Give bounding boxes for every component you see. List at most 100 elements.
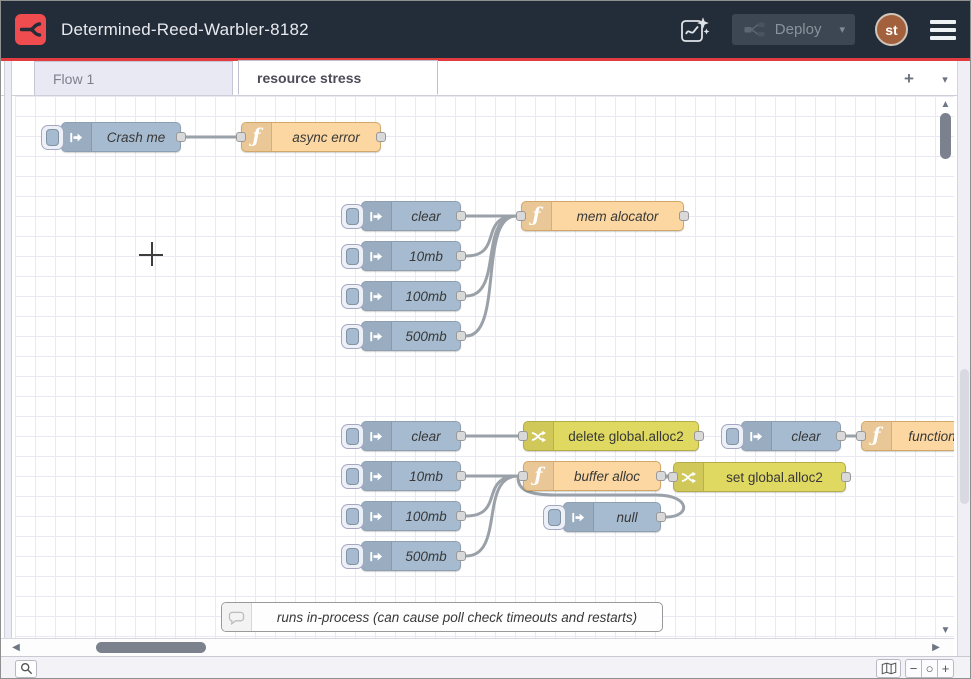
inject-trigger-button[interactable] bbox=[341, 244, 364, 269]
inject-trigger-button[interactable] bbox=[341, 504, 364, 529]
map-icon bbox=[881, 662, 897, 675]
output-port[interactable] bbox=[456, 511, 466, 521]
inject-trigger-button[interactable] bbox=[341, 324, 364, 349]
canvas-vertical-scrollbar[interactable]: ▲ ▼ bbox=[937, 96, 954, 638]
tab-resource-stress[interactable]: resource stress bbox=[238, 60, 438, 95]
node-set-global[interactable]: set global.alloc2 bbox=[673, 462, 846, 492]
output-port[interactable] bbox=[656, 512, 666, 522]
scroll-down-icon[interactable]: ▼ bbox=[937, 624, 954, 638]
deploy-button[interactable]: Deploy ▾ bbox=[732, 14, 855, 45]
output-port[interactable] bbox=[456, 211, 466, 221]
node-10mb-1[interactable]: 10mb bbox=[361, 241, 461, 271]
output-port[interactable] bbox=[456, 331, 466, 341]
node-label: clear bbox=[392, 202, 460, 230]
tab-flow-1[interactable]: Flow 1 bbox=[34, 61, 233, 95]
node-label: Crash me bbox=[92, 123, 180, 151]
output-port[interactable] bbox=[836, 431, 846, 441]
output-port[interactable] bbox=[376, 132, 386, 142]
output-port[interactable] bbox=[694, 431, 704, 441]
main-menu-icon[interactable] bbox=[928, 16, 958, 44]
node-async-error[interactable]: ƒasync error bbox=[241, 122, 381, 152]
output-port[interactable] bbox=[456, 431, 466, 441]
node-label: 10mb bbox=[392, 462, 460, 490]
user-avatar[interactable]: st bbox=[875, 13, 908, 46]
input-port[interactable] bbox=[856, 431, 866, 441]
flow-assistant-icon[interactable] bbox=[678, 13, 712, 47]
add-flow-button[interactable]: + bbox=[896, 67, 922, 91]
output-port[interactable] bbox=[456, 471, 466, 481]
inject-arrow-icon bbox=[362, 462, 392, 490]
output-port[interactable] bbox=[656, 471, 666, 481]
palette-collapsed-strip bbox=[4, 61, 12, 638]
node-label: runs in-process (can cause poll check ti… bbox=[252, 603, 662, 631]
scroll-left-icon[interactable]: ◀ bbox=[9, 641, 23, 655]
zoom-out-button[interactable]: − bbox=[905, 659, 922, 678]
node-mem-alocator[interactable]: ƒmem alocator bbox=[521, 201, 684, 231]
scroll-right-icon[interactable]: ▶ bbox=[929, 641, 943, 655]
input-port[interactable] bbox=[236, 132, 246, 142]
inject-trigger-button[interactable] bbox=[543, 505, 566, 530]
node-null-inject[interactable]: null bbox=[563, 502, 661, 532]
outer-scroll-thumb[interactable] bbox=[960, 369, 969, 504]
output-port[interactable] bbox=[679, 211, 689, 221]
node-delete-global[interactable]: delete global.alloc2 bbox=[523, 421, 699, 451]
deploy-icon bbox=[744, 22, 765, 37]
inject-arrow-icon bbox=[564, 503, 594, 531]
app-logo-icon bbox=[15, 14, 46, 45]
inject-trigger-button[interactable] bbox=[341, 544, 364, 569]
comment-bubble-icon bbox=[222, 603, 252, 631]
inject-trigger-button[interactable] bbox=[41, 125, 64, 150]
node-clear-3[interactable]: clear bbox=[741, 421, 841, 451]
node-500mb-2[interactable]: 500mb bbox=[361, 541, 461, 571]
node-label: mem alocator bbox=[552, 202, 683, 230]
node-100mb-2[interactable]: 100mb bbox=[361, 501, 461, 531]
output-port[interactable] bbox=[456, 251, 466, 261]
outer-scrollbar[interactable] bbox=[957, 61, 971, 679]
node-10mb-2[interactable]: 10mb bbox=[361, 461, 461, 491]
zoom-in-button[interactable]: + bbox=[937, 659, 954, 678]
search-flows-button[interactable] bbox=[15, 660, 37, 678]
deploy-options-caret-icon[interactable]: ▾ bbox=[831, 23, 845, 36]
inject-trigger-button[interactable] bbox=[721, 424, 744, 449]
node-clear-2[interactable]: clear bbox=[361, 421, 461, 451]
inject-arrow-icon bbox=[362, 422, 392, 450]
node-500mb-1[interactable]: 500mb bbox=[361, 321, 461, 351]
inject-arrow-icon bbox=[362, 542, 392, 570]
node-100mb-1[interactable]: 100mb bbox=[361, 281, 461, 311]
inject-trigger-button[interactable] bbox=[341, 284, 364, 309]
node-crash-me[interactable]: Crash me bbox=[61, 122, 181, 152]
function-f-icon: ƒ bbox=[522, 202, 552, 230]
output-port[interactable] bbox=[456, 291, 466, 301]
vertical-scroll-thumb[interactable] bbox=[940, 113, 951, 159]
inject-arrow-icon bbox=[742, 422, 772, 450]
node-label: set global.alloc2 bbox=[704, 463, 845, 491]
function-f-icon: ƒ bbox=[242, 123, 272, 151]
canvas-horizontal-scrollbar[interactable]: ◀ ▶ bbox=[1, 638, 954, 656]
flow-canvas[interactable]: Crash me ƒasync error clear 10mb 100mb 500mb ƒ… bbox=[15, 96, 954, 638]
inject-trigger-button[interactable] bbox=[341, 464, 364, 489]
input-port[interactable] bbox=[518, 471, 528, 481]
scroll-up-icon[interactable]: ▲ bbox=[937, 98, 954, 112]
inject-arrow-icon bbox=[62, 123, 92, 151]
node-label: 500mb bbox=[392, 322, 460, 350]
inject-arrow-icon bbox=[362, 242, 392, 270]
node-comment-1[interactable]: runs in-process (can cause poll check ti… bbox=[221, 602, 663, 632]
output-port[interactable] bbox=[841, 472, 851, 482]
node-label: 100mb bbox=[392, 282, 460, 310]
output-port[interactable] bbox=[176, 132, 186, 142]
input-port[interactable] bbox=[516, 211, 526, 221]
input-port[interactable] bbox=[668, 472, 678, 482]
node-clear-1[interactable]: clear bbox=[361, 201, 461, 231]
zoom-reset-button[interactable]: ○ bbox=[921, 659, 938, 678]
horizontal-scroll-thumb[interactable] bbox=[96, 642, 206, 653]
inject-trigger-button[interactable] bbox=[341, 424, 364, 449]
output-port[interactable] bbox=[456, 551, 466, 561]
node-buffer-alloc[interactable]: ƒbuffer alloc bbox=[523, 461, 661, 491]
change-shuffle-icon bbox=[674, 463, 704, 491]
navigator-toggle-button[interactable] bbox=[876, 659, 901, 678]
inject-trigger-button[interactable] bbox=[341, 204, 364, 229]
crosshair-cursor bbox=[151, 242, 153, 266]
flow-list-caret-icon[interactable]: ▾ bbox=[932, 67, 958, 91]
input-port[interactable] bbox=[518, 431, 528, 441]
